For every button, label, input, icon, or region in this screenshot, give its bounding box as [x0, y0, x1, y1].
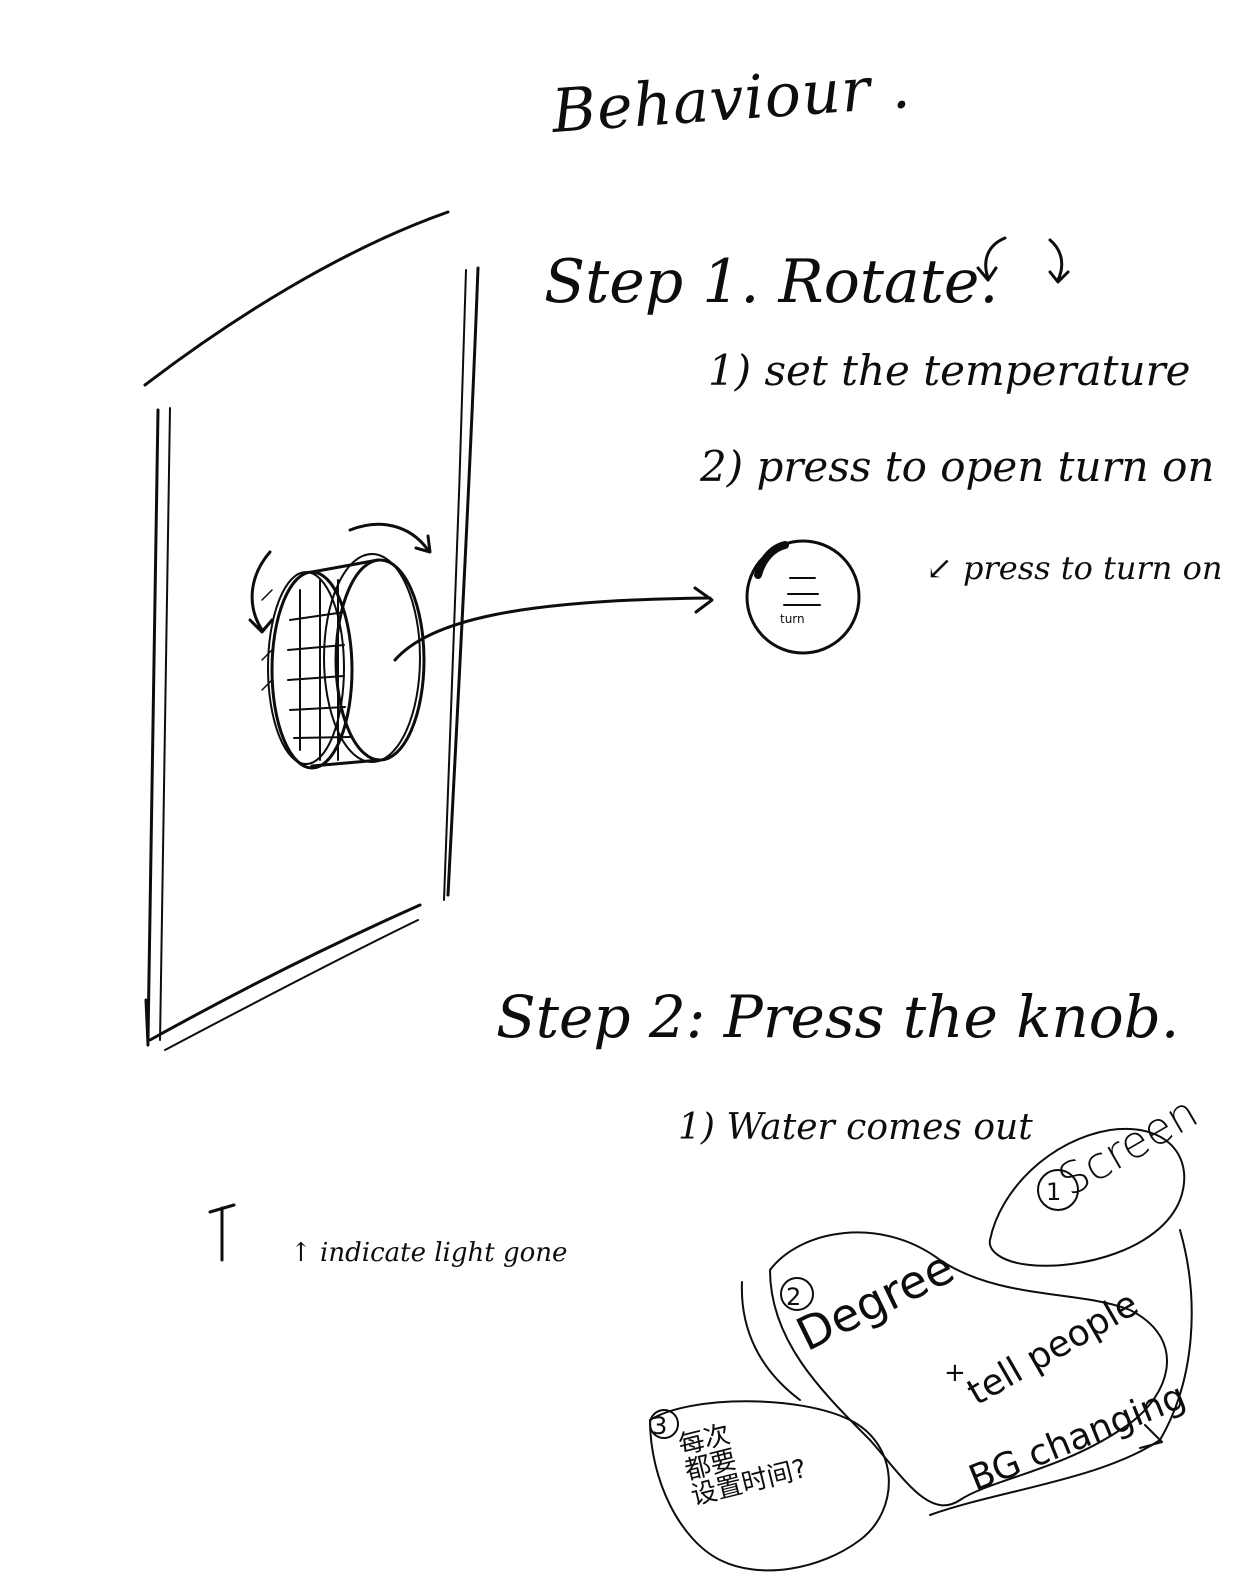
wall-panel: [145, 212, 478, 1050]
dial-sketch: [747, 541, 859, 653]
bubbles-diagram: [650, 1129, 1192, 1570]
step1-item-1: 1) set the temperature: [708, 350, 1191, 392]
step1-heading: Step 1. Rotate.: [544, 252, 998, 312]
indicator-note: ↑ indicate light gone: [290, 1240, 567, 1266]
bubble-1-number: 1: [1046, 1178, 1061, 1206]
step2-heading: Step 2: Press the knob.: [496, 988, 1179, 1046]
bubble-3-number: 3: [652, 1412, 667, 1440]
indicator-arrow: [210, 1205, 234, 1260]
knob-sketch: [250, 524, 712, 768]
step1-item-2: 2) press to open turn on: [700, 446, 1214, 488]
dial-label: turn: [780, 612, 805, 626]
step2-item-1: 1) Water comes out: [678, 1110, 1033, 1146]
dial-annotation: ↙ press to turn on: [926, 552, 1222, 584]
